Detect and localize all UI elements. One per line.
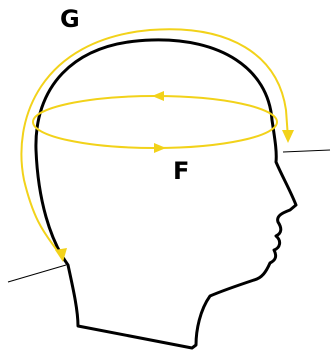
label-g: G	[60, 5, 80, 33]
circumference-ellipse-f	[33, 96, 277, 148]
label-f: F	[173, 157, 189, 185]
forehead-pointer-line	[283, 150, 330, 152]
ellipse-arrowhead-right-icon	[154, 143, 166, 153]
arc-arrowhead-forehead-icon	[282, 130, 294, 143]
ellipse-arrowhead-left-icon	[152, 91, 164, 101]
head-outline	[36, 40, 296, 348]
neck-pointer-line	[8, 265, 66, 282]
